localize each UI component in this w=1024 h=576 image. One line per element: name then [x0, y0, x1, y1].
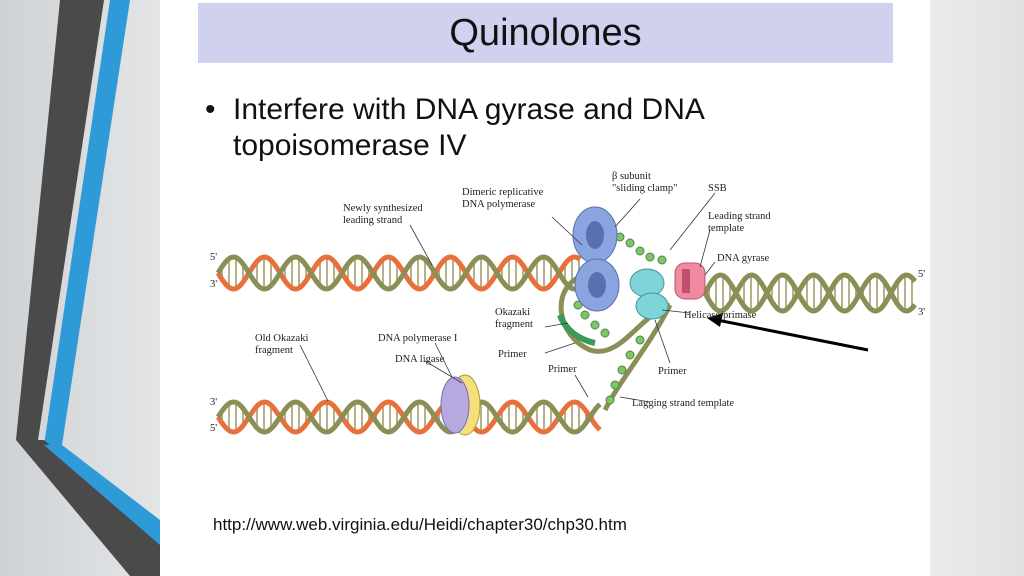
label-beta-2: "sliding clamp" — [612, 183, 677, 194]
dna-replication-diagram: Newly synthesized leading strand Dimeric… — [210, 171, 925, 436]
label-primer-c: Primer — [658, 366, 687, 377]
label-5prime-upper: 5' — [210, 252, 217, 263]
label-3prime-upper: 3' — [210, 279, 217, 290]
label-dna-ligase: DNA ligase — [395, 354, 445, 365]
blue-stripe-lower — [44, 445, 160, 545]
label-newly-synth-1: Newly synthesized — [343, 203, 423, 214]
leading-duplex-helix — [215, 254, 582, 292]
label-leading-template-1: Leading strand — [708, 211, 771, 222]
helicase-upper — [629, 268, 665, 298]
okazaki-fragment-strand — [557, 313, 596, 346]
title-bar: Quinolones — [198, 3, 893, 63]
bullet-text: Interfere with DNA gyrase and DNA topois… — [233, 93, 704, 162]
lagging-template-strand — [602, 303, 673, 412]
dna-gyrase-core — [682, 269, 690, 293]
label-5prime-lower: 5' — [210, 423, 217, 434]
ssb-proteins — [573, 232, 667, 405]
lagging-loop-strand — [558, 272, 671, 354]
bullet-item: • Interfere with DNA gyrase and DNA topo… — [205, 92, 845, 164]
decorative-stripes — [16, 0, 160, 576]
dna-polymerase-i — [440, 376, 470, 434]
helicase-lower — [635, 292, 669, 320]
gyrase-arrowhead — [707, 313, 723, 327]
label-helicase-primase: Helicase/primase — [684, 310, 757, 321]
blue-stripe — [44, 0, 130, 445]
label-ssb: SSB — [708, 183, 727, 194]
bullet-dot: • — [205, 93, 216, 126]
label-old-okazaki-1: Old Okazaki — [255, 333, 308, 344]
label-beta-1: β subunit — [612, 171, 651, 182]
label-dimeric-1: Dimeric replicative — [462, 187, 544, 198]
gyrase-arrow — [711, 317, 869, 352]
label-okazaki-2: fragment — [495, 319, 533, 330]
label-3prime-lower: 3' — [210, 397, 217, 408]
label-old-okazaki-2: fragment — [255, 345, 293, 356]
label-primer-a: Primer — [498, 349, 527, 360]
parental-duplex-helix — [702, 272, 917, 314]
dark-stripe-lower — [16, 440, 160, 576]
source-url: http://www.web.virginia.edu/Heidi/chapte… — [213, 515, 627, 534]
label-okazaki-1: Okazaki — [495, 307, 530, 318]
label-dna-gyrase: DNA gyrase — [717, 253, 770, 264]
label-3prime-right: 3' — [918, 307, 925, 318]
lagging-duplex-helix — [215, 399, 602, 435]
label-dna-polymerase-i: DNA polymerase I — [378, 333, 458, 344]
label-leader-lines — [299, 192, 716, 403]
label-newly-synth-2: leading strand — [343, 215, 403, 226]
dark-stripe — [16, 0, 104, 440]
slide-title: Quinolones — [449, 11, 642, 54]
label-dimeric-2: DNA polymerase — [462, 199, 536, 210]
label-primer-b: Primer — [548, 364, 577, 375]
label-5prime-right: 5' — [918, 269, 925, 280]
label-leading-template-2: template — [708, 223, 744, 234]
sliding-clamp-lower — [588, 272, 606, 298]
background-right — [930, 0, 1024, 576]
label-lagging-template: Lagging strand template — [632, 398, 734, 409]
sliding-clamp-upper — [586, 221, 604, 249]
